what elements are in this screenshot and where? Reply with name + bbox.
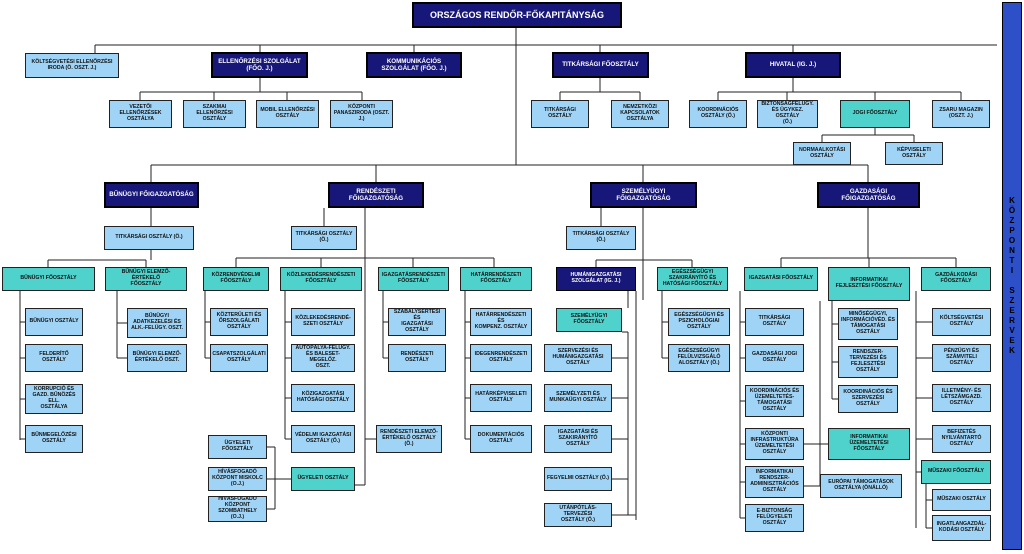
box-g-penzugyi: PÉNZÜGYI ÉS SZÁMVITELI OSZTÁLY [932,344,991,372]
box-kommunikacios-szolgalat: KOMMUNIKÁCIÓS SZOLGÁLAT (FŐO. J.) [366,52,462,78]
box-rendeszeti-fig: RENDÉSZETI FŐIGAZGATÓSÁG [328,182,424,208]
box-g-befizetes: BEFIZETÉS NYILVÁNTARTÓ OSZTÁLY [932,425,991,453]
box-g-rendszertervezesi: RENDSZER- TERVEZÉSI ÉS FEJLESZTÉSI OSZTÁ… [838,346,898,378]
box-r-kozlekedes-foosztaly: KÖZLEKEDÉSRENDÉSZETI FŐOSZTÁLY [280,267,362,291]
box-sz-fegyelmi: FEGYELMI OSZTÁLY (Ö.) [544,467,612,491]
box-orfk: ORSZÁGOS RENDŐR-FŐKAPITÁNYSÁG [412,2,622,28]
box-b-elemzo-foosztaly: BŰNÜGYI ELEMZŐ-ÉRTÉKELŐ FŐOSZTÁLY [105,267,187,291]
box-b-felderito: FELDERÍTŐ OSZTÁLY [25,344,83,372]
box-g-muszaki-osztaly: MŰSZAKI OSZTÁLY [932,489,991,511]
box-g-minosegugyi: MINŐSÉGÜGYI, INFORMÁCIÓVÉD. ÉS TÁMOGATÁS… [838,308,898,340]
box-r-titkarsagi: TITKÁRSÁGI OSZTÁLY (Ö.) [291,226,357,250]
box-biztonsagfelugy: BIZTONSÁGFELÜGY. ÉS ÜGYKEZ. OSZTÁLY (Ö.) [757,100,818,128]
box-koltsegvetesi-iroda: KÖLTSÉGVETÉSI ELLENŐRZÉSI IRODA (Ö. OSZT… [25,53,119,78]
box-nemzetkozi-kapcsolatok: NEMZETKÖZI KAPCSOLATOK OSZTÁLYA [611,100,669,128]
box-g-informatikai-uzemeltetesi: INFORMATIKAI ÜZEMELTETÉSI FŐOSZTÁLY [828,428,910,460]
box-r-vedelmi: VÉDELMI IGAZGATÁSI OSZTÁLY (Ö.) [291,425,355,453]
box-r-ugyeleti-foosztaly: ÜGYELETI FŐOSZTÁLY [208,435,267,459]
box-b-bunugyi-osztaly: BŰNÜGYI OSZTÁLY [25,308,83,336]
box-sz-humanigazgatasi: HUMÁNIGAZGATÁSI SZOLGÁLAT (IG. J.) [556,267,636,291]
box-b-titkarsagi: TITKÁRSÁGI OSZTÁLY (Ö.) [104,226,194,250]
box-r-rendeszeti-osztaly: RENDÉSZETI OSZTÁLY [388,344,446,372]
box-sz-szemelyugyi-foosztaly: SZEMÉLYÜGYI FŐOSZTÁLY [556,308,622,332]
box-r-igazgatasrendeszeti: IGAZGATÁSRENDÉSZETI FŐOSZTÁLY [378,267,449,291]
box-r-szabalysertesi: SZABÁLYSÉRTÉSI ÉS IGAZGATÁSI OSZTÁLY [388,308,446,336]
sidebar-label: K Ö Z P O N T I S Z E R V E K [1008,196,1016,355]
box-b-adatkezelesi: BŰNÜGYI ADATKEZELÉSI ÉS ALK.-FELÜGY. OSZ… [127,308,187,338]
box-sz-utanpotlas: UTÁNPÓTLÁS-TERVEZÉSI OSZTÁLY (Ö.) [544,503,612,527]
box-g-koordinacios-tamogato: KOORDINÁCIÓS ÉS ÜZEMELTETÉS- TÁMOGATÁSI … [745,385,804,417]
box-r-idegenrendeszeti: IDEGENRENDÉSZETI OSZTÁLY [470,344,532,372]
box-r-autopalya: AUTÓPÁLYA-FELÜGY. ÉS BALESET-MEGELŐZ. OS… [291,344,355,372]
box-g-koltsegvetesi: KÖLTSÉGVETÉSI OSZTÁLY [932,308,991,336]
box-ellenorzesi-szolgalat: ELLENŐRZÉSI SZOLGÁLAT (FŐO. J.) [211,52,308,78]
box-kepviseleti: KÉPVISELETI OSZTÁLY [885,142,943,165]
box-vezetoi-ellenorzesek: VEZETŐI ELLENŐRZÉSEK OSZTÁLYA [109,100,172,128]
box-koordinacios-osztaly-h: KOORDINÁCIÓS OSZTÁLY (Ö.) [689,100,747,128]
box-r-hatarkepviseleti: HATÁRKÉPVISELETI OSZTÁLY [470,384,532,412]
box-sz-egeszsegugyi-felugy: EGÉSZSÉGÜGYI FELÜLVIZSGÁLÓ ALOSZTÁLY (Ö.… [668,344,730,372]
box-r-dokumentacios: DOKUMENTÁCIÓS OSZTÁLY [470,425,532,453]
box-b-elemzo-oszt: BŰNÜGYI ELEMZŐ- ÉRTÉKELŐ OSZT. [127,344,187,372]
box-g-illetmeny: ILLETMÉNY- ÉS LÉTSZÁMGAZD. OSZTÁLY [932,384,991,412]
box-g-kozponti-infra: KÖZPONTI INFRASTRUKTÚRA ÜZEMELTETÉSI OSZ… [745,428,804,460]
box-sz-igazgatasi: IGAZGATÁSI ÉS SZAKIRÁNYÍTÓ OSZTÁLY [544,425,612,453]
box-r-ugyeleti-osztaly: ÜGYELETI OSZTÁLY [291,467,355,491]
box-r-kozrendvedelmi: KÖZRENDVÉDELMI FŐOSZTÁLY [203,267,269,291]
box-r-csapatszolgalati: CSAPATSZOLGÁLATI OSZTÁLY [210,344,268,372]
box-g-gazdasagi-jogi: GAZDASÁGI JOGI OSZTÁLY [745,344,804,372]
box-r-kozlekedes-osztaly: KÖZLEKEDÉSRENDÉ- SZETI OSZTÁLY [291,308,355,336]
box-sz-szervezesi: SZERVEZÉSI ÉS HUMÁNIGAZGATÁSI OSZTÁLY [544,344,612,372]
box-szakmai-ellenorzesi: SZAKMAI ELLENŐRZÉSI OSZTÁLY [183,100,246,128]
kozponti-szervek-sidebar: K Ö Z P O N T I S Z E R V E K [1002,2,1022,550]
box-titkarsagi-foosztaly: TITKÁRSÁGI FŐOSZTÁLY [552,52,649,78]
box-jogi-foosztaly: JOGI FŐOSZTÁLY [840,100,910,128]
box-r-hivasfogado-szombathely: HÍVÁSFOGADÓ KÖZPONT SZOMBATHELY (O.J.) [208,496,267,522]
box-g-titkarsagi: TITKÁRSÁGI OSZTÁLY [745,308,804,336]
box-g-muszaki-foosztaly: MŰSZAKI FŐOSZTÁLY [921,460,991,484]
box-g-ebiztonsag: E-BIZTONSÁG FELÜGYELETI OSZTÁLY [745,504,804,532]
box-r-hatarrendeszeti-foosztaly: HATÁRRENDÉSZETI FŐOSZTÁLY [460,267,532,291]
box-r-kozteruleti: KÖZTERÜLETI ÉS ŐRSZOLGÁLATI OSZTÁLY [210,308,268,336]
box-sz-titkarsagi: TITKÁRSÁGI OSZTÁLY (Ö.) [566,226,636,250]
box-b-bunmegelozesi: BŰNMEGELŐZÉSI OSZTÁLY [25,425,83,453]
box-hivatal: HIVATAL (IG. J.) [745,52,841,78]
box-g-koordinacios-szervezesi: KOORDINÁCIÓS ÉS SZERVEZÉSI OSZTÁLY [838,385,898,413]
box-normaalkotasi: NORMAALKOTÁSI OSZTÁLY [793,142,851,165]
box-r-hivasfogado-miskolc: HÍVÁSFOGADÓ KÖZPONT MISKOLC (O.J.) [208,467,267,491]
box-bunugyi-fig: BŰNÜGYI FŐIGAZGATÓSÁG [104,182,199,208]
box-g-europai: EURÓPAI TÁMOGATÁSOK OSZTÁLYA (ÖNÁLLÓ) [820,474,902,498]
box-g-igazgatasi-foosztaly: IGAZGATÁSI FŐOSZTÁLY [744,267,818,291]
box-r-kozigazgatasi: KÖZIGAZGATÁSI HATÓSÁGI OSZTÁLY [291,384,355,412]
box-g-gazdalkodasi-foosztaly: GAZDÁLKODÁSI FŐOSZTÁLY [921,267,991,291]
box-g-informatikai-rendszer-adm: INFORMATIKAI RENDSZER- ADMINISZTRÁCIÓS O… [745,466,804,498]
box-sz-szemelyzeti: SZEMÉLYZETI ÉS MUNKAÜGYI OSZTÁLY [544,384,612,412]
box-sz-egeszsegugyi-pszich: EGÉSZSÉGÜGYI ÉS PSZICHOLÓGIAI OSZTÁLY [668,308,730,336]
box-mobil-ellenorzesi: MOBIL ELLENŐRZÉSI OSZTÁLY [256,100,319,128]
box-g-ingatlangazdalkodasi: INGATLANGAZDÁL- KODÁSI OSZTÁLY [932,515,991,541]
box-r-elemzo: RENDÉSZETI ELEMZŐ- ÉRTÉKELŐ OSZTÁLY (Ö.) [376,425,442,453]
box-b-korrupcio: KORRUPCIÓ ÉS GAZD. BŰNÖZÉS ELL. OSZTÁLYA [25,384,83,414]
box-titkarsagi-osztaly-1: TITKÁRSÁGI OSZTÁLY [531,100,589,128]
box-szemelyugyi-fig: SZEMÉLYÜGYI FŐIGAZGATÓSÁG [590,182,697,208]
box-gazdasagi-fig: GAZDASÁGI FŐIGAZGATÓSÁG [817,182,920,208]
box-kozponti-panasziroda: KÖZPONTI PANASZIRODA (OSZT. J.) [330,100,393,128]
box-r-hatarrendeszeti-kompenz: HATÁRRENDÉSZETI ÉS KOMPENZ. OSZTÁLY [470,308,532,336]
box-zsaru-magazin: ZSARU MAGAZIN (OSZT. J.) [932,100,990,128]
box-g-informatikai-fejlesztesi: INFORMATIKAI FEJLESZTÉSI FŐOSZTÁLY [828,267,910,301]
box-sz-egeszsegugyi-foosztaly: EGÉSZSÉGÜGYI SZAKIRÁNYÍTÓ ÉS HATÓSÁGI FŐ… [657,267,728,291]
box-b-bunugyi-foosztaly: BŰNÜGYI FŐOSZTÁLY [2,267,95,291]
